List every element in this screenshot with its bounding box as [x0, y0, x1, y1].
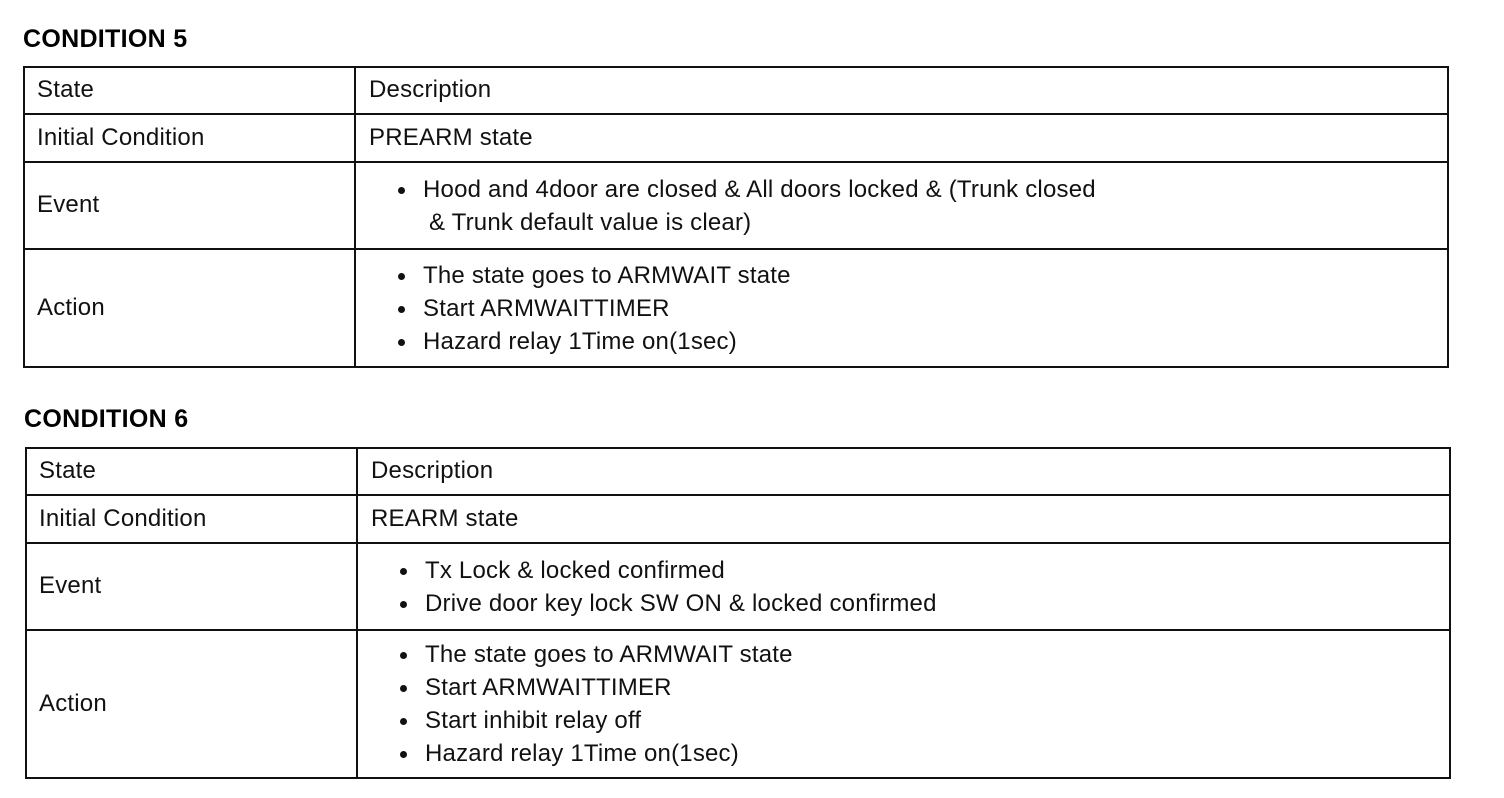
- event-label: Event: [25, 542, 358, 631]
- condition-5-title: CONDITION 5: [23, 25, 188, 53]
- event-row: Event Hood and 4door are closed & All do…: [23, 161, 1449, 250]
- event-row: Event Tx Lock & locked confirmed Drive d…: [25, 542, 1451, 631]
- condition-5-table: State Description Initial Condition PREA…: [23, 66, 1449, 368]
- condition-6-title: CONDITION 6: [24, 405, 189, 433]
- action-label: Action: [23, 248, 356, 368]
- table-header-row: State Description: [25, 447, 1451, 496]
- list-item: The state goes to ARMWAIT state: [396, 259, 1447, 292]
- event-line-2: & Trunk default value is clear): [429, 208, 752, 236]
- list-item: Hood and 4door are closed & All doors lo…: [396, 173, 1447, 239]
- action-label: Action: [25, 629, 358, 779]
- list-item: Start inhibit relay off: [398, 704, 1449, 737]
- list-item: Start ARMWAITTIMER: [398, 671, 1449, 704]
- list-item: Hazard relay 1Time on(1sec): [396, 325, 1447, 358]
- description-header: Description: [354, 66, 1449, 115]
- state-header: State: [25, 447, 358, 496]
- list-item: Tx Lock & locked confirmed: [398, 554, 1449, 587]
- table-header-row: State Description: [23, 66, 1449, 115]
- initial-condition-value: PREARM state: [354, 113, 1449, 163]
- action-description: The state goes to ARMWAIT state Start AR…: [354, 248, 1449, 368]
- initial-condition-row: Initial Condition PREARM state: [23, 113, 1449, 163]
- list-item: Start ARMWAITTIMER: [396, 292, 1447, 325]
- condition-6-table: State Description Initial Condition REAR…: [25, 447, 1451, 779]
- list-item: The state goes to ARMWAIT state: [398, 638, 1449, 671]
- initial-condition-label: Initial Condition: [23, 113, 356, 163]
- action-list: The state goes to ARMWAIT state Start AR…: [398, 638, 1449, 770]
- event-description: Hood and 4door are closed & All doors lo…: [354, 161, 1449, 250]
- list-item: Drive door key lock SW ON & locked confi…: [398, 587, 1449, 620]
- description-header: Description: [356, 447, 1451, 496]
- action-row: Action The state goes to ARMWAIT state S…: [25, 629, 1451, 779]
- event-description: Tx Lock & locked confirmed Drive door ke…: [356, 542, 1451, 631]
- event-list: Tx Lock & locked confirmed Drive door ke…: [398, 554, 1449, 620]
- list-item: Hazard relay 1Time on(1sec): [398, 737, 1449, 770]
- action-row: Action The state goes to ARMWAIT state S…: [23, 248, 1449, 368]
- event-list: Hood and 4door are closed & All doors lo…: [396, 173, 1447, 239]
- initial-condition-label: Initial Condition: [25, 494, 358, 544]
- initial-condition-row: Initial Condition REARM state: [25, 494, 1451, 544]
- event-line-1: Hood and 4door are closed & All doors lo…: [423, 175, 1096, 203]
- action-list: The state goes to ARMWAIT state Start AR…: [396, 259, 1447, 358]
- action-description: The state goes to ARMWAIT state Start AR…: [356, 629, 1451, 779]
- initial-condition-value: REARM state: [356, 494, 1451, 544]
- state-header: State: [23, 66, 356, 115]
- event-label: Event: [23, 161, 356, 250]
